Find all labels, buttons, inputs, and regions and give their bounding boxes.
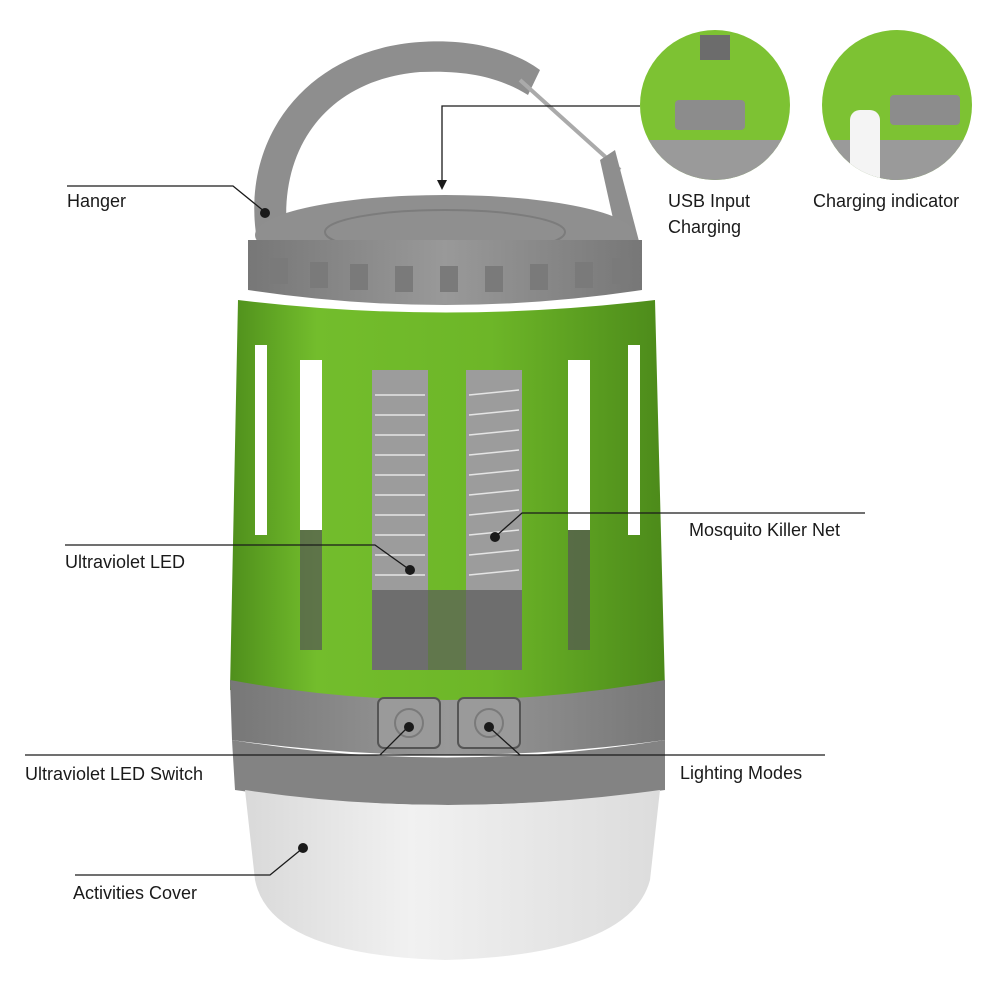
callout-charging-indicator: Charging indicator (813, 191, 960, 211)
callout-ultraviolet-led: Ultraviolet LED (65, 552, 186, 572)
hanger-handle (254, 41, 640, 262)
callout-usb-line2: Charging (668, 217, 742, 237)
callout-uv-led-switch: Ultraviolet LED Switch (25, 764, 204, 784)
callout-lighting-modes: Lighting Modes (680, 763, 803, 783)
callout-hanger: Hanger (67, 191, 127, 211)
callout-usb-line1: USB Input (668, 191, 751, 211)
usb-port-closeup (640, 30, 790, 180)
callout-activities-cover: Activities Cover (73, 883, 198, 903)
callout-mosquito-killer-net: Mosquito Killer Net (689, 520, 841, 540)
charging-cable-closeup (822, 30, 972, 180)
